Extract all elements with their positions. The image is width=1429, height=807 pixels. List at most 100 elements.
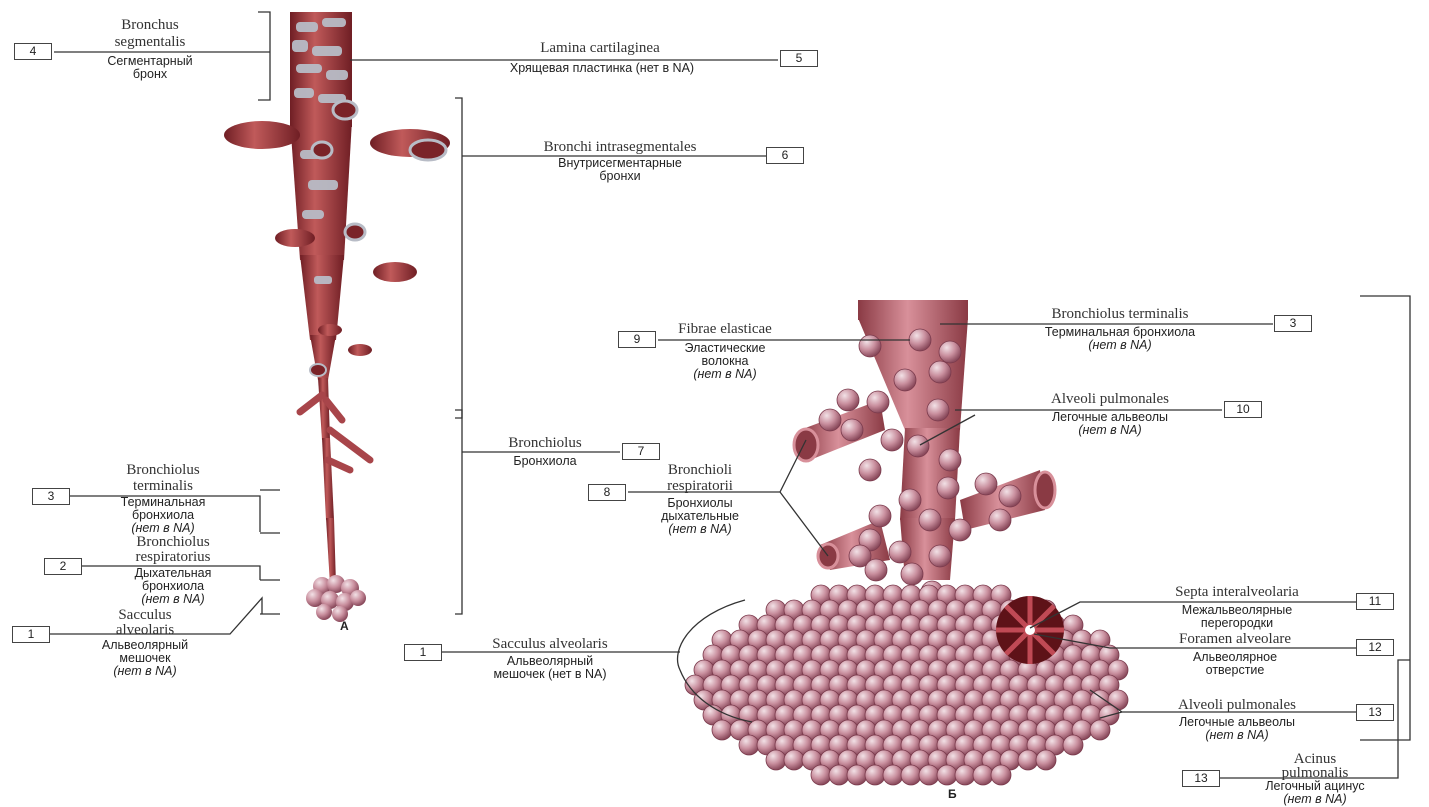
latin-term: Bronchiolus terminalis (1000, 307, 1240, 322)
label-number: 2 (44, 558, 82, 575)
latin-term: Lamina cartilaginea (470, 41, 730, 56)
label-number: 3 (32, 488, 70, 505)
latin-term: Bronchiolus (88, 463, 238, 478)
alveolus (901, 765, 921, 785)
russian-term: (нет в NA) (1230, 793, 1400, 806)
alveolus (837, 389, 859, 411)
latin-term: Sacculus alveolaris (450, 637, 650, 652)
label-number: 8 (588, 484, 626, 501)
russian-term: мешочек (нет в NA) (450, 668, 650, 681)
figure-label-b: Б (948, 787, 957, 801)
alveolus (909, 329, 931, 351)
alveolus (899, 489, 921, 511)
label-number: 4 (14, 43, 52, 60)
alveolus (1090, 720, 1110, 740)
label-number: 7 (622, 443, 660, 460)
russian-term: (нет в NA) (1000, 424, 1220, 437)
russian-term: (нет в NA) (640, 523, 760, 536)
russian-term: (нет в NA) (660, 368, 790, 381)
alveolus (929, 545, 951, 567)
alveolus (939, 449, 961, 471)
alveolus (784, 750, 804, 770)
latin-term: Bronchiolus (88, 535, 258, 550)
alveolus (811, 765, 831, 785)
alveolus (894, 369, 916, 391)
alveolar-sac-a (306, 575, 366, 622)
figure-label-a: А (340, 619, 349, 633)
russian-term: перегородки (1122, 617, 1352, 630)
russian-term: бронхи (510, 170, 730, 183)
alveolus (869, 505, 891, 527)
alveolus (865, 559, 887, 581)
latin-term: respiratorii (640, 479, 760, 494)
label-number: 13 (1182, 770, 1220, 787)
latin-term: Bronchiolus (470, 436, 620, 451)
alveolus (973, 765, 993, 785)
alveolus (829, 765, 849, 785)
russian-term: Бронхиола (470, 455, 620, 468)
latin-term: segmentalis (90, 35, 210, 50)
label-number: 5 (780, 50, 818, 67)
latin-term: Septa interalveolaria (1122, 585, 1352, 600)
alveolus (1018, 750, 1038, 770)
alveolus (739, 735, 759, 755)
alveolus (949, 519, 971, 541)
alveolus (929, 361, 951, 383)
label-number: 9 (618, 331, 656, 348)
alveolus (927, 399, 949, 421)
alveolus (819, 409, 841, 431)
alveolus (975, 473, 997, 495)
latin-term: respiratorius (88, 550, 258, 565)
alveolus (865, 765, 885, 785)
latin-term: Foramen alveolare (1130, 632, 1340, 647)
russian-term: отверстие (1130, 664, 1340, 677)
alveolus (766, 750, 786, 770)
alveolus (1063, 735, 1083, 755)
alveolus (859, 335, 881, 357)
label-number: 10 (1224, 401, 1262, 418)
alveolus (841, 419, 863, 441)
alveolus (901, 563, 923, 585)
septa-cutaway (996, 596, 1064, 664)
latin-term: Bronchus (90, 18, 210, 33)
label-number: 3 (1274, 315, 1312, 332)
alveolus (939, 341, 961, 363)
latin-term: Bronchioli (640, 463, 760, 478)
russian-term: бронх (90, 68, 210, 81)
russian-term: Хрящевая пластинка (нет в NA) (432, 62, 772, 75)
alveolus (867, 391, 889, 413)
label-number: 1 (12, 626, 50, 643)
latin-term: Alveoli pulmonales (1122, 698, 1352, 713)
label-number: 12 (1356, 639, 1394, 656)
russian-term: (нет в NA) (1000, 339, 1240, 352)
alveolus (881, 429, 903, 451)
russian-term: (нет в NA) (80, 665, 210, 678)
alveolus (889, 541, 911, 563)
alveolus (937, 765, 957, 785)
alveolar-sac-b (685, 585, 1128, 785)
alveolus (919, 765, 939, 785)
alveolus (712, 720, 732, 740)
alveolus (991, 765, 1011, 785)
alveolus (989, 509, 1011, 531)
label-number: 6 (766, 147, 804, 164)
label-number: 13 (1356, 704, 1394, 721)
alveolus (955, 765, 975, 785)
latin-term: Fibrae elasticae (660, 322, 790, 337)
alveolus (1036, 750, 1056, 770)
russian-term: (нет в NA) (88, 593, 258, 606)
alveolus (919, 509, 941, 531)
russian-term: (нет в NA) (1122, 729, 1352, 742)
alveolus (859, 459, 881, 481)
latin-term: terminalis (88, 479, 238, 494)
latin-term: Sacculus (80, 608, 210, 623)
alveolus (999, 485, 1021, 507)
label-number: 11 (1356, 593, 1394, 610)
label-number: 1 (404, 644, 442, 661)
latin-term: Bronchi intrasegmentales (480, 140, 760, 155)
alveolus (883, 765, 903, 785)
latin-term: alveolaris (80, 623, 210, 638)
alveolus (847, 765, 867, 785)
latin-term: Alveoli pulmonales (1000, 392, 1220, 407)
